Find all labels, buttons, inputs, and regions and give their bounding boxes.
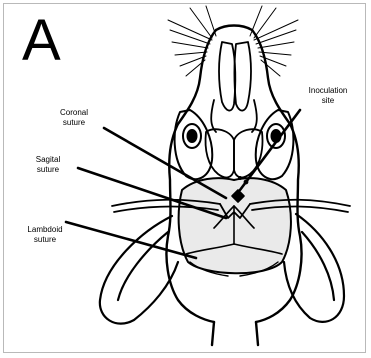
sagital-suture-label: Sagital suture — [26, 155, 70, 175]
panel-letter: A — [22, 12, 61, 70]
inoculation-site-label: Inoculation site — [296, 86, 360, 106]
right-ear — [284, 214, 344, 322]
lambdoid-pointer — [66, 222, 196, 258]
coronal-suture-label: Coronal suture — [44, 108, 104, 128]
nasal-bones — [211, 42, 257, 132]
left-ear — [100, 216, 178, 324]
whiskers — [168, 6, 298, 76]
lambdoid-suture-label: Lambdoid suture — [20, 225, 70, 245]
coronal-pointer — [104, 128, 226, 198]
